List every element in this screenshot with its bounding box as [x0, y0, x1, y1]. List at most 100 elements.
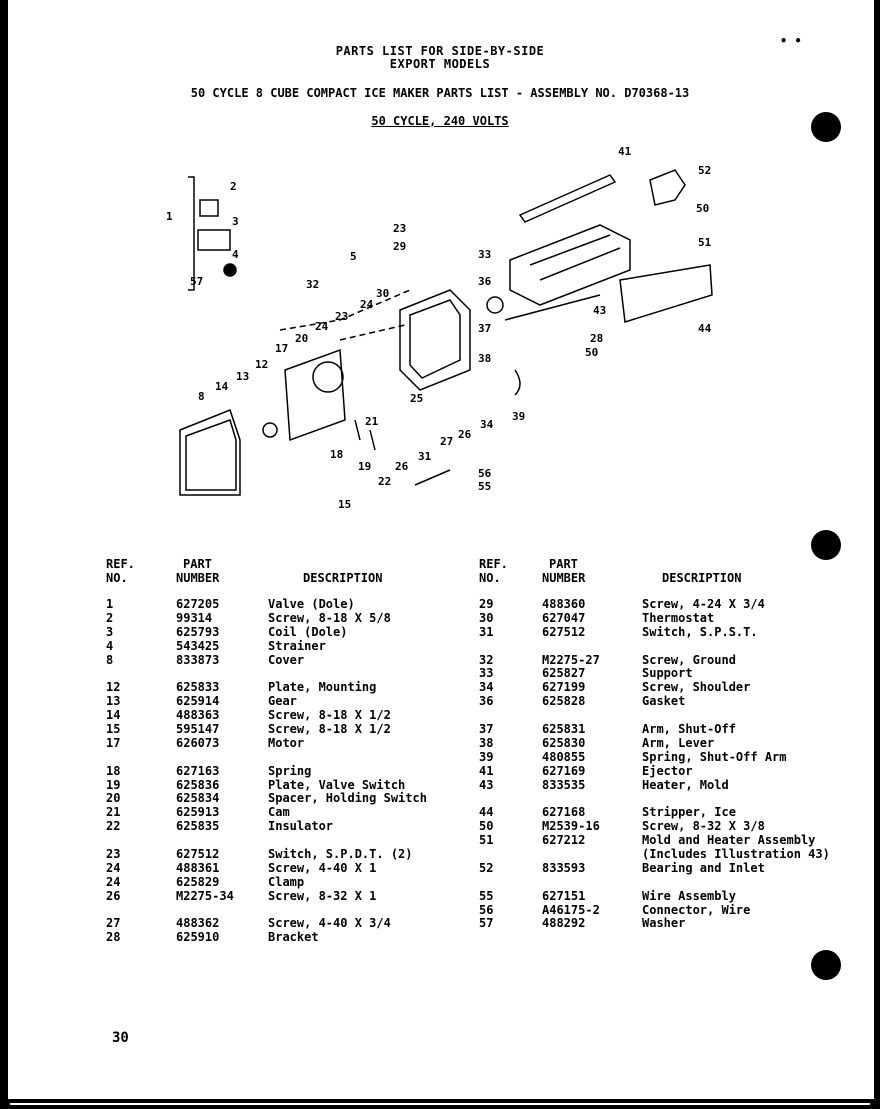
svg-text:3: 3	[232, 215, 239, 228]
left-row-desc: Gear	[268, 694, 297, 709]
right-row-ref: 52	[479, 860, 494, 875]
bearing-drawing	[649, 169, 686, 206]
right-row-ref: 44	[479, 805, 494, 820]
right-row-part: 833593	[542, 860, 586, 875]
svg-text:41: 41	[618, 145, 632, 158]
svg-text:5: 5	[350, 250, 357, 263]
row-spacer	[268, 834, 427, 848]
svg-text:43: 43	[593, 304, 606, 317]
row-spacer	[479, 709, 493, 723]
right-row-desc: Stripper, Ice	[642, 805, 736, 820]
left-row-desc: Clamp	[268, 874, 305, 889]
right-row-ref: 30	[479, 610, 494, 625]
corner-marks: • •	[780, 34, 802, 48]
row-spacer	[542, 709, 600, 723]
row-spacer	[479, 876, 493, 890]
right-part-header-line2: NUMBER	[542, 571, 586, 585]
stripper-drawing	[619, 264, 713, 323]
left-row-desc: Valve (Dole)	[268, 597, 355, 611]
svg-text:44: 44	[698, 322, 712, 335]
cover-drawing	[179, 409, 241, 496]
right-row-part: A46175-2	[542, 902, 600, 917]
row-spacer	[542, 876, 600, 890]
left-row-ref: 28	[106, 930, 121, 945]
row-spacer	[106, 834, 120, 848]
right-row-ref: 55	[479, 888, 494, 903]
left-row-ref: 17	[106, 735, 121, 750]
left-row-part: 99314	[176, 610, 213, 625]
right-row-ref: 50	[479, 819, 494, 834]
right-row-desc: Arm, Shut-Off	[642, 722, 736, 737]
svg-text:17: 17	[275, 342, 288, 355]
gasket-drawing	[486, 296, 504, 314]
svg-text:57: 57	[190, 275, 203, 288]
left-row-part: 625913	[176, 805, 220, 820]
left-row-desc: Cam	[268, 805, 290, 820]
right-row-desc: Connector, Wire	[642, 902, 751, 917]
left-row-part: 625829	[176, 874, 220, 889]
svg-text:24: 24	[315, 320, 329, 333]
right-row-part: 627212	[542, 833, 586, 848]
svg-text:28: 28	[590, 332, 603, 345]
row-spacer	[542, 640, 600, 654]
left-row-desc: Screw, 4-40 X 1	[268, 860, 377, 875]
scan-border-right	[874, 0, 880, 1109]
ejector-drawing	[518, 174, 617, 223]
mold-drawing	[509, 224, 631, 306]
right-row-part: 488360	[542, 597, 586, 611]
left-row-part: 833873	[176, 652, 220, 667]
right-row-desc: Arm, Lever	[642, 735, 715, 750]
row-spacer	[106, 751, 120, 765]
right-row-ref: 37	[479, 722, 494, 737]
right-row-ref: 51	[479, 833, 494, 848]
svg-text:36: 36	[478, 275, 492, 288]
right-row-desc: Washer	[642, 916, 686, 931]
row-spacer	[176, 834, 234, 848]
left-row-part: 627512	[176, 847, 220, 862]
right-row-desc: Ejector	[642, 763, 693, 778]
svg-text:51: 51	[698, 236, 712, 249]
left-description-header: DESCRIPTION	[303, 571, 383, 585]
right-row-desc: Switch, S.P.S.T.	[642, 624, 758, 639]
svg-text:50: 50	[585, 346, 598, 359]
svg-text:55: 55	[478, 480, 491, 493]
svg-text:39: 39	[512, 410, 525, 423]
left-row-part: 625793	[176, 624, 220, 639]
left-row-part: 625833	[176, 680, 220, 695]
right-row-desc: Screw, 8-32 X 3/8	[642, 819, 765, 834]
left-row-part: 488362	[176, 916, 220, 931]
row-spacer	[642, 792, 830, 806]
svg-text:27: 27	[440, 435, 453, 448]
right-row-part: 625828	[542, 694, 586, 709]
row-spacer	[642, 709, 830, 723]
right-row-desc: Support	[642, 666, 693, 681]
right-row-part: 488292	[542, 916, 586, 931]
scan-border-stripe	[10, 1103, 870, 1105]
voltage-subtitle-wrap: 50 CYCLE, 240 VOLTS	[0, 114, 880, 128]
svg-text:4: 4	[232, 248, 239, 261]
left-row-desc: Bracket	[268, 930, 319, 945]
right-row-ref: 41	[479, 763, 494, 778]
svg-text:50: 50	[696, 202, 709, 215]
left-row-desc: Spacer, Holding Switch	[268, 791, 427, 806]
right-row-desc: (Includes Illustration 43)	[642, 847, 830, 862]
svg-text:8: 8	[198, 390, 205, 403]
row-spacer	[642, 876, 830, 890]
svg-text:23: 23	[335, 310, 348, 323]
left-row-desc: Switch, S.P.D.T. (2)	[268, 847, 413, 862]
row-spacer	[268, 751, 427, 765]
svg-text:32: 32	[306, 278, 319, 291]
left-row-desc: Coil (Dole)	[268, 624, 348, 639]
row-spacer	[479, 640, 493, 654]
left-row-ref: 8	[106, 652, 114, 667]
right-row-desc: Thermostat	[642, 610, 715, 625]
right-row-ref: 33	[479, 666, 494, 681]
right-row-desc: Spring, Shut-Off Arm	[642, 749, 787, 764]
left-row-part: 625914	[176, 694, 220, 709]
right-row-ref: 29	[479, 597, 494, 611]
right-row-desc: Bearing and Inlet	[642, 860, 765, 875]
valve-assembly-drawing	[188, 176, 237, 291]
svg-text:23: 23	[393, 222, 406, 235]
